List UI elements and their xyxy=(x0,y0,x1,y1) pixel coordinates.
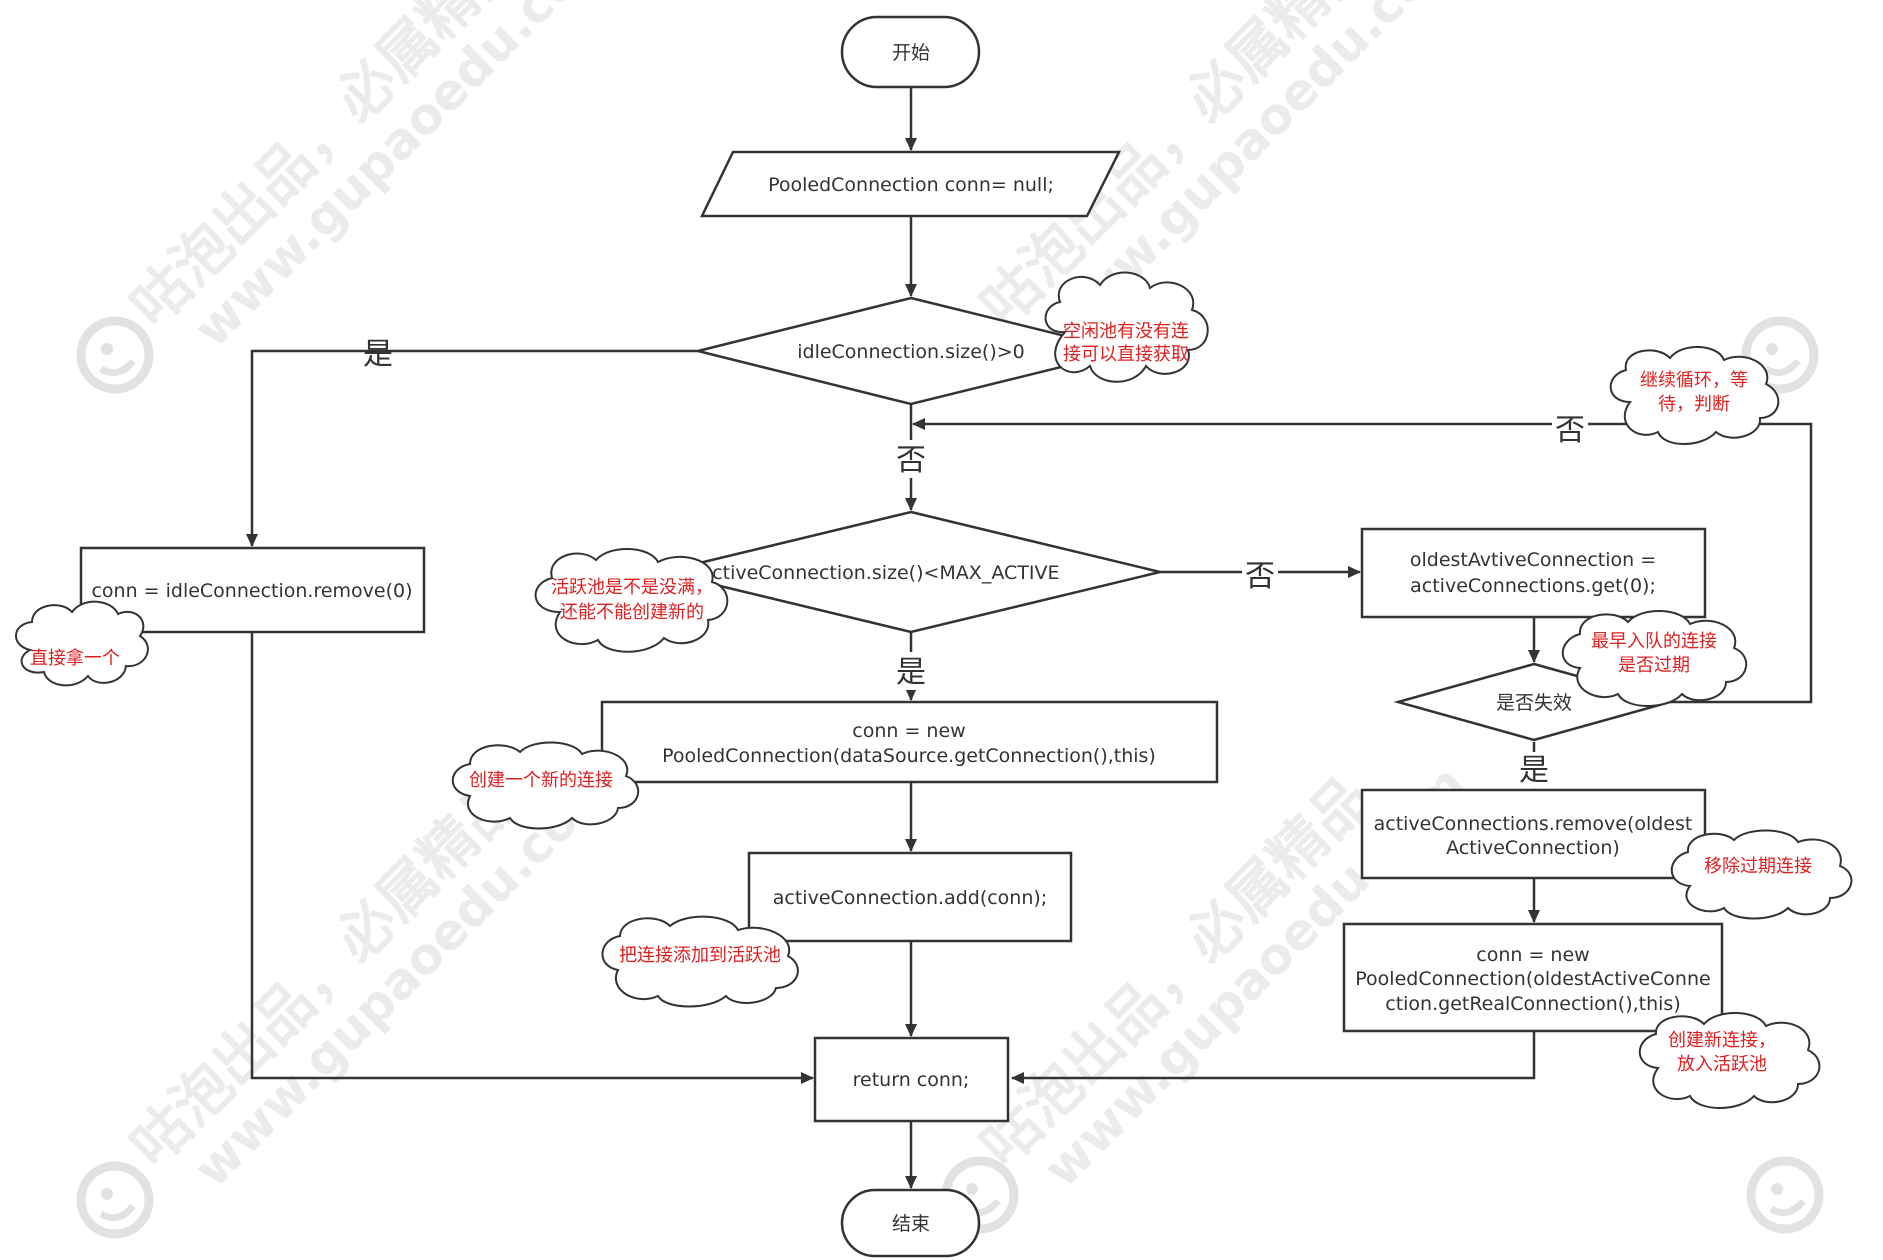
edge-idle-yes xyxy=(246,349,698,547)
edge-idle-remove-return xyxy=(250,632,814,1084)
note-loop-2: 待，判断 xyxy=(1658,394,1730,415)
note-take-one-text: 直接拿一个 xyxy=(30,647,120,669)
note-create-put: 创建新连接， 放入活跃池 xyxy=(1638,1011,1821,1109)
oldest-connection-node: oldestAvtiveConnection = activeConnectio… xyxy=(1360,527,1707,619)
new-connection-b-label-3: ction.getRealConnection(),this) xyxy=(1385,993,1681,1015)
note-loop-1: 继续循环，等 xyxy=(1640,370,1748,391)
note-add-active-text: 把连接添加到活跃池 xyxy=(619,945,781,966)
label-expired-yes: 是 xyxy=(1519,753,1549,788)
idle-check-label: idleConnection.size()>0 xyxy=(797,341,1025,363)
note-earliest: 最早入队的连接 是否过期 xyxy=(1561,609,1748,707)
nodes: 开始 PooledConnection conn= null; idleConn… xyxy=(79,15,1724,1258)
note-idle-pool-2: 接可以直接获取 xyxy=(1063,344,1189,365)
idle-remove-label: conn = idleConnection.remove(0) xyxy=(91,580,412,602)
note-idle-pool-1: 空闲池有没有连 xyxy=(1063,321,1189,342)
remove-old-node: activeConnections.remove(oldest ActiveCo… xyxy=(1360,788,1707,880)
expired-check-label: 是否失效 xyxy=(1496,692,1572,714)
new-connection-label-1: conn = new xyxy=(852,720,965,742)
start-node: 开始 xyxy=(840,15,981,89)
return-node: return conn; xyxy=(813,1036,1010,1123)
oldest-label-1: oldestAvtiveConnection = xyxy=(1410,549,1656,571)
note-take-one: 直接拿一个 xyxy=(15,600,149,687)
edge-expired-no xyxy=(912,418,1813,704)
new-connection-b-label-2: PooledConnection(oldestActiveConne xyxy=(1355,968,1710,990)
label-active-no: 否 xyxy=(1245,559,1275,594)
note-active-pool: 活跃池是不是没满， 还能不能创建新的 xyxy=(534,547,729,653)
label-idle-no: 否 xyxy=(896,443,926,478)
watermark-line1: 咕泡出品，必属精品 xyxy=(117,763,534,1180)
note-add-active: 把连接添加到活跃池 xyxy=(601,915,799,1008)
note-idle-pool: 空闲池有没有连 接可以直接获取 xyxy=(1044,271,1209,383)
label-active-yes: 是 xyxy=(896,655,926,690)
end-node: 结束 xyxy=(840,1188,981,1258)
note-earliest-1: 最早入队的连接 xyxy=(1591,631,1717,652)
note-create-put-2: 放入活跃池 xyxy=(1677,1054,1767,1075)
idle-check-decision: idleConnection.size()>0 xyxy=(697,296,1127,406)
note-loop: 继续循环，等 待，判断 xyxy=(1609,345,1780,445)
idle-remove-node: conn = idleConnection.remove(0) xyxy=(79,546,426,634)
note-active-pool-1: 活跃池是不是没满， xyxy=(551,577,713,598)
active-add-node: activeConnection.add(conn); xyxy=(747,851,1073,943)
active-add-label: activeConnection.add(conn); xyxy=(773,887,1047,909)
annotations: 空闲池有没有连 接可以直接获取 直接拿一个 活跃池是不是没满， 还能不能创建新的… xyxy=(15,271,1853,1109)
new-connection-b-node: conn = new PooledConnection(oldestActive… xyxy=(1342,922,1724,1033)
remove-old-label-1: activeConnections.remove(oldest xyxy=(1374,813,1693,835)
start-label: 开始 xyxy=(892,42,930,64)
watermark-line1: 咕泡出品，必属精品 xyxy=(967,763,1384,1180)
note-create-new: 创建一个新的连接 xyxy=(451,741,640,830)
new-connection-b-label-1: conn = new xyxy=(1476,944,1589,966)
note-active-pool-2: 还能不能创建新的 xyxy=(560,602,704,623)
label-expired-no: 否 xyxy=(1555,413,1585,448)
edge-labels: 是 否 是 否 否 是 xyxy=(363,337,1588,788)
label-idle-yes: 是 xyxy=(363,337,393,372)
note-create-new-text: 创建一个新的连接 xyxy=(469,770,613,791)
remove-old-label-2: ActiveConnection) xyxy=(1446,837,1620,859)
note-create-put-1: 创建新连接， xyxy=(1668,1030,1776,1051)
note-earliest-2: 是否过期 xyxy=(1618,655,1690,676)
note-remove-expired-text: 移除过期连接 xyxy=(1704,856,1812,877)
return-label: return conn; xyxy=(853,1069,970,1091)
edge-newconn-return xyxy=(1011,1031,1536,1084)
new-connection-node: conn = new PooledConnection(dataSource.g… xyxy=(600,700,1219,784)
oldest-label-2: activeConnections.get(0); xyxy=(1410,575,1656,597)
init-label: PooledConnection conn= null; xyxy=(768,174,1054,196)
active-check-label: activeConnection.size()<MAX_ACTIVE xyxy=(701,562,1060,584)
end-label: 结束 xyxy=(892,1213,930,1235)
note-remove-expired: 移除过期连接 xyxy=(1670,829,1853,920)
init-node: PooledConnection conn= null; xyxy=(700,150,1122,218)
new-connection-label-2: PooledConnection(dataSource.getConnectio… xyxy=(662,745,1156,767)
active-check-decision: activeConnection.size()<MAX_ACTIVE xyxy=(661,510,1161,634)
